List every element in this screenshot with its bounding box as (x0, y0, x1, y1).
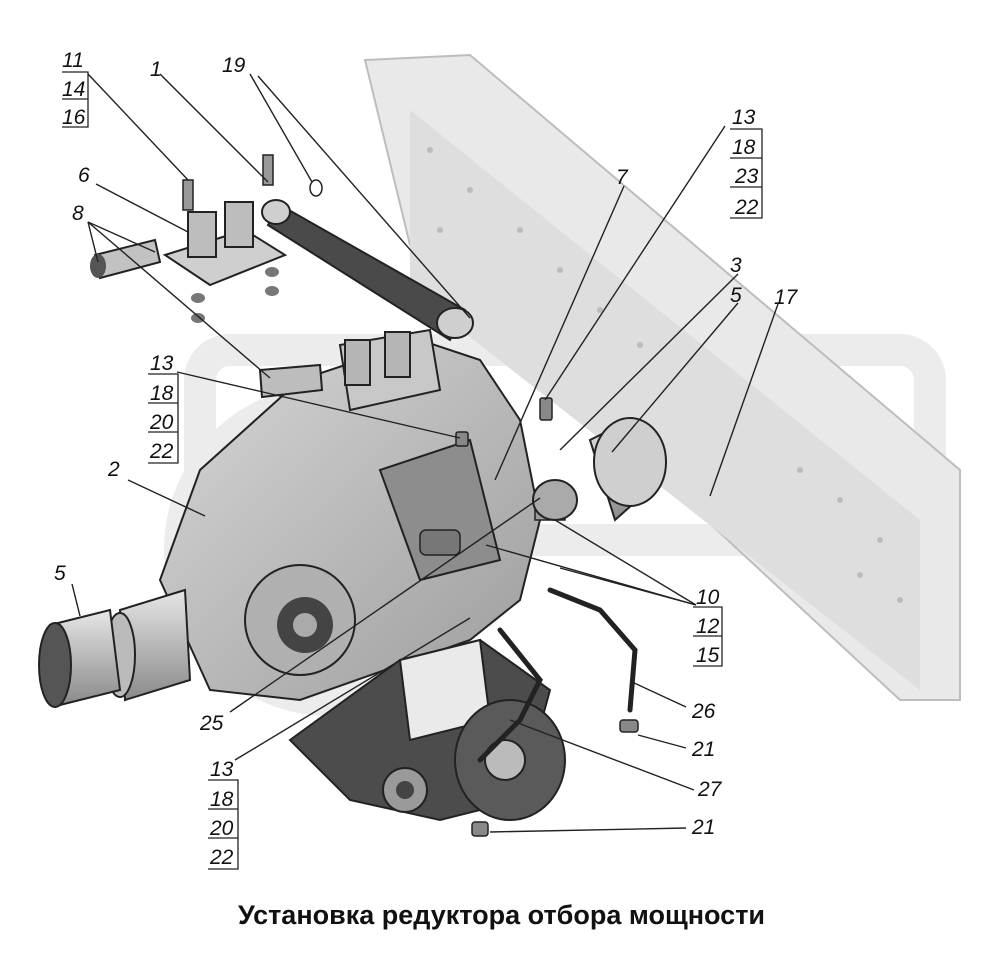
stack-top-right-1: 13 (732, 106, 756, 129)
label-1: 1 (150, 58, 162, 81)
left-coupling (38, 588, 192, 708)
stack-mid-left-4: 22 (149, 440, 174, 463)
label-6: 6 (78, 164, 90, 187)
label-19: 19 (222, 54, 246, 77)
label-25: 25 (199, 712, 224, 735)
part-labels: 1 19 6 8 7 3 5 17 2 5 25 26 21 27 21 11 … (54, 49, 799, 869)
label-21-upper: 21 (691, 738, 715, 761)
label-5-left: 5 (54, 562, 66, 585)
stack-bottom-left-4: 22 (209, 846, 234, 869)
stack-top-left-2: 14 (62, 78, 85, 101)
mounting-bracket (90, 154, 288, 323)
right-coupling (532, 417, 667, 522)
label-2: 2 (107, 458, 120, 481)
label-26: 26 (691, 700, 716, 723)
stack-bottom-left-1: 13 (210, 758, 234, 781)
stack-mid-left-1: 13 (150, 352, 174, 375)
torque-rod (261, 179, 474, 342)
stack-top-left-1: 11 (62, 49, 84, 72)
stack-mid-right-1: 10 (696, 586, 720, 609)
label-7: 7 (616, 166, 629, 189)
stack-bottom-left-3: 20 (209, 817, 234, 840)
fittings (455, 397, 639, 837)
label-27: 27 (697, 778, 723, 801)
hydraulic-pump (288, 638, 566, 822)
label-17: 17 (774, 286, 799, 309)
frame-rail (363, 53, 961, 701)
label-21-lower: 21 (691, 816, 715, 839)
stack-top-left-3: 16 (62, 106, 86, 129)
label-brackets (62, 71, 763, 870)
stack-mid-left-2: 18 (150, 382, 174, 405)
stack-mid-right-3: 15 (696, 644, 720, 667)
stack-mid-left-3: 20 (149, 411, 174, 434)
diagram-caption: Установка редуктора отбора мощности (237, 900, 766, 930)
label-3: 3 (730, 254, 742, 277)
label-5-right: 5 (730, 284, 742, 307)
gearbox-housing (158, 328, 566, 702)
label-8: 8 (72, 202, 84, 225)
stack-top-right-4: 22 (734, 196, 759, 219)
stack-bottom-left-2: 18 (210, 788, 234, 811)
stack-top-right-3: 23 (734, 165, 759, 188)
stack-mid-right-2: 12 (696, 615, 720, 638)
leader-lines (71, 73, 779, 833)
stack-top-right-2: 18 (732, 136, 756, 159)
hose-line (477, 587, 638, 763)
